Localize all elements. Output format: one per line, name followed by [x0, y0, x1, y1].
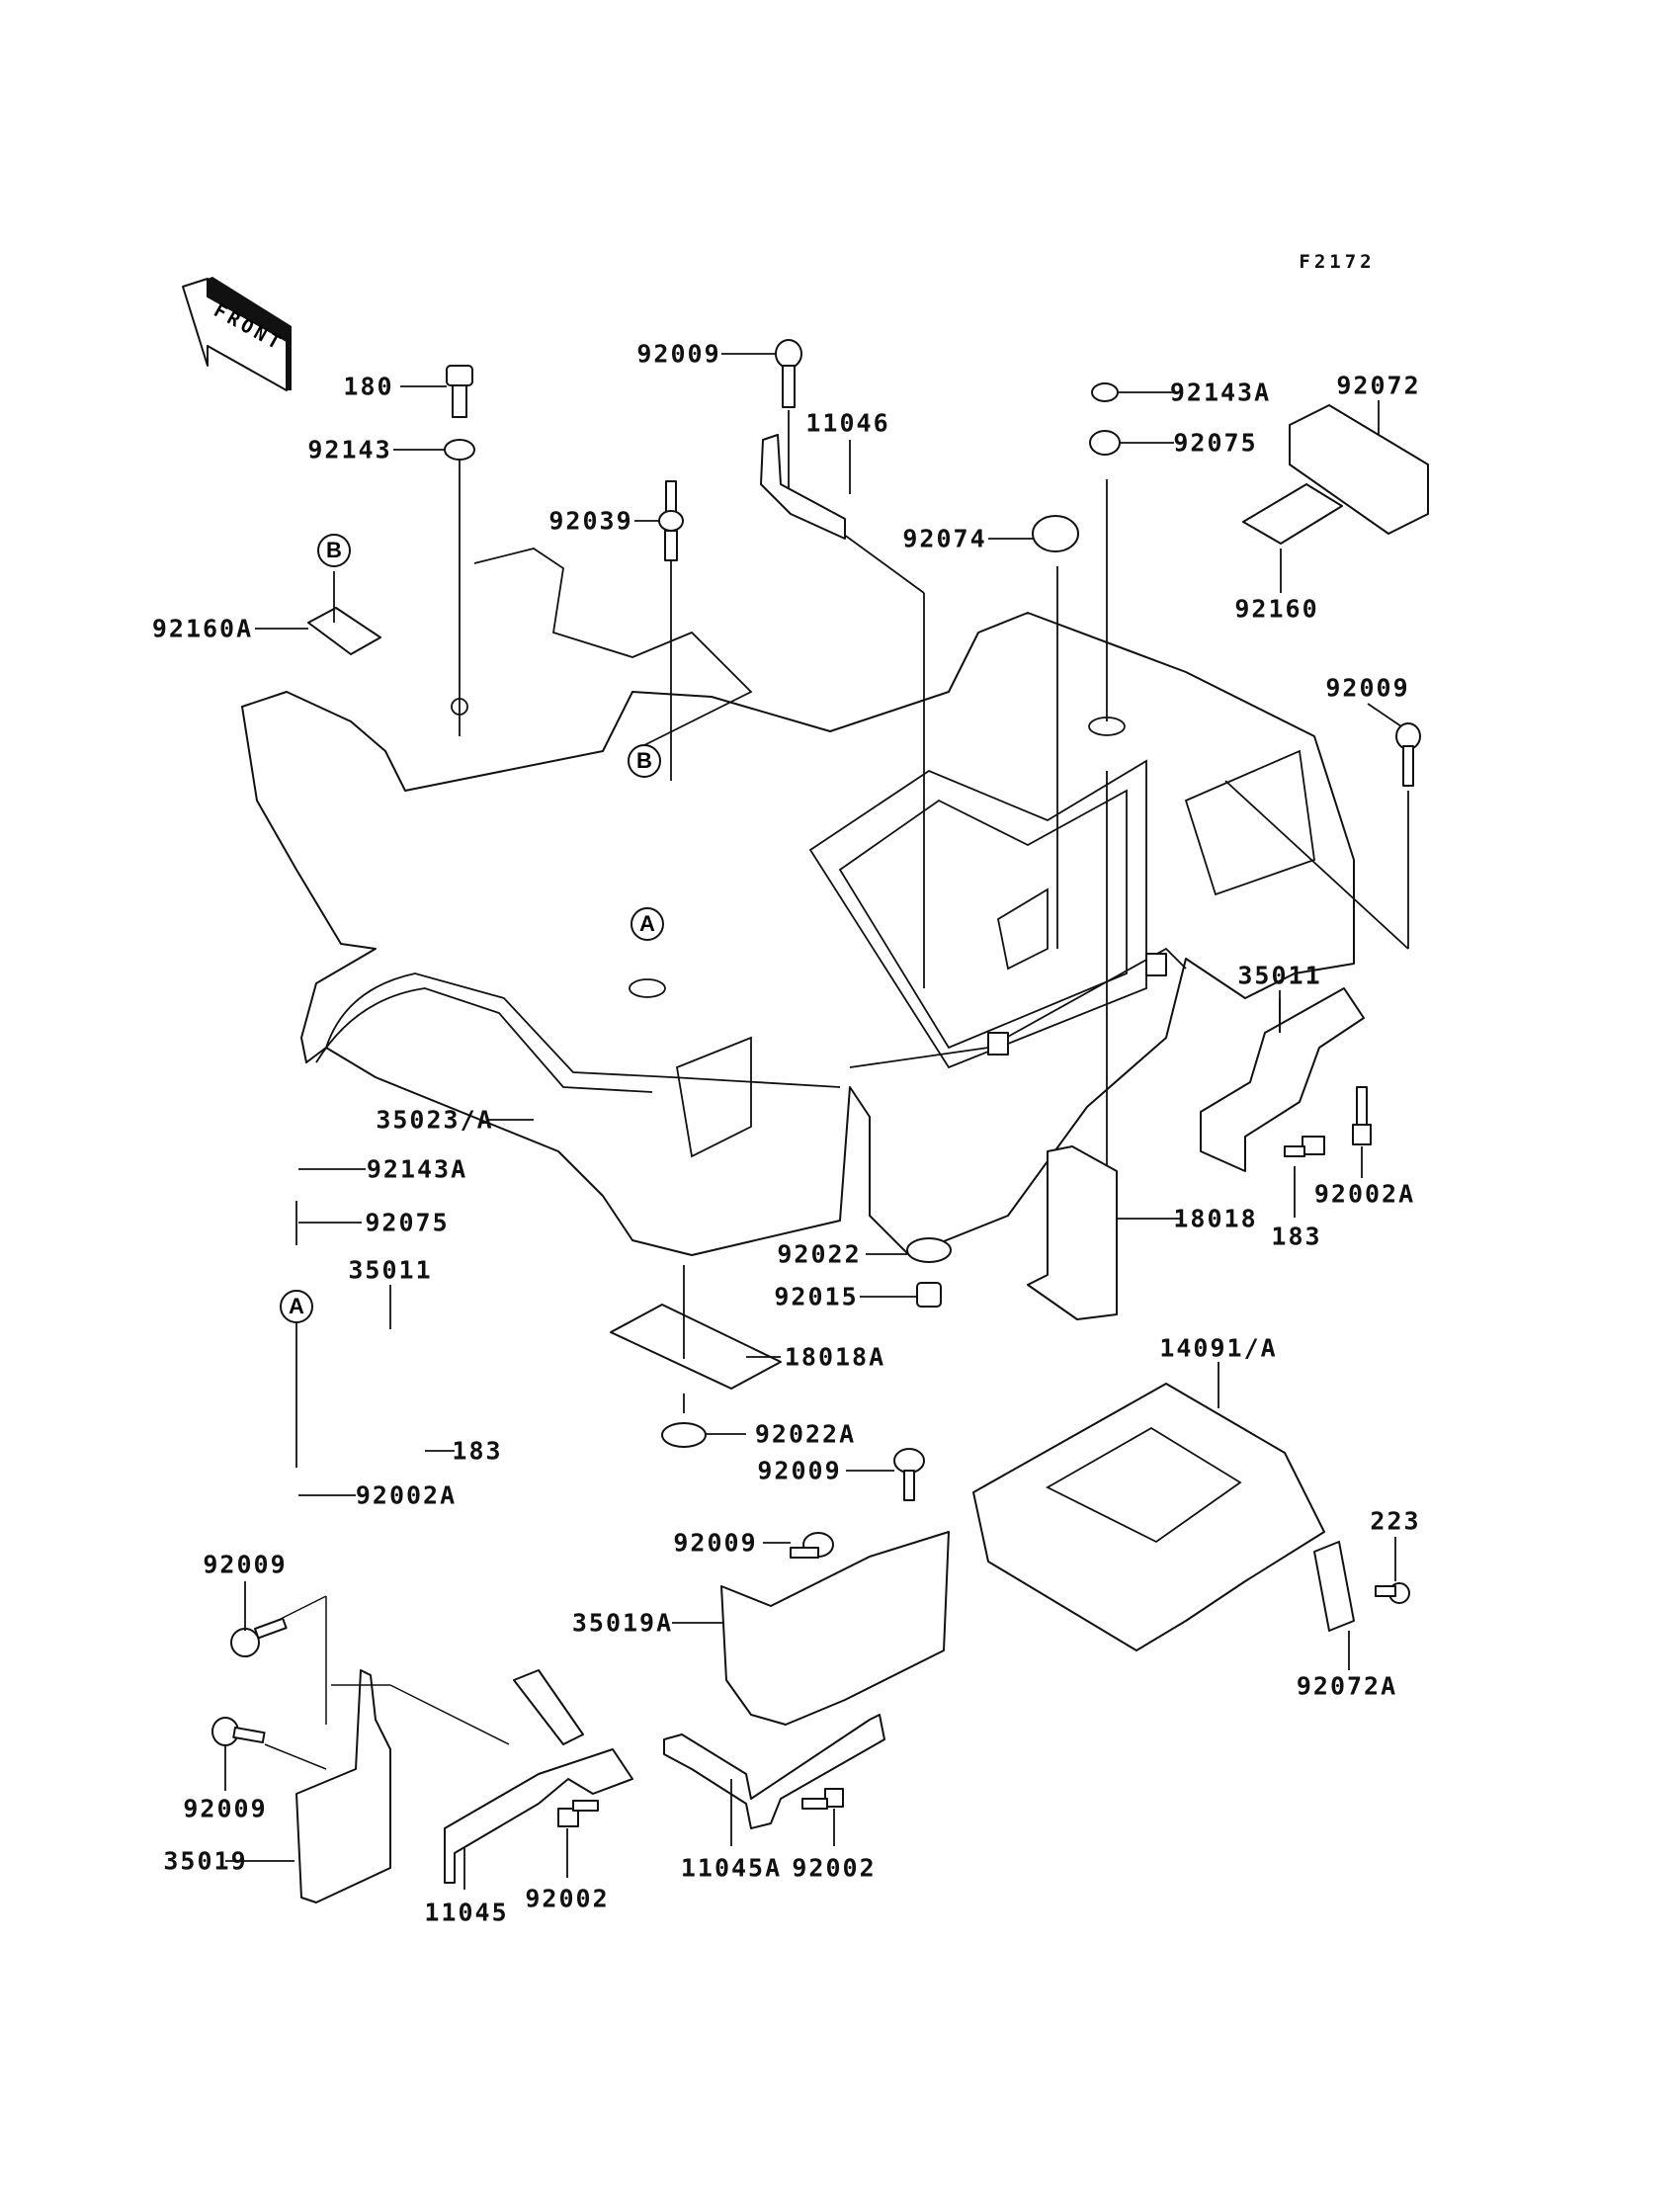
part-label[interactable]: 92039 [548, 506, 633, 536]
part-label[interactable]: 11045A [680, 1853, 783, 1883]
part-label[interactable]: 92009 [183, 1794, 268, 1823]
part-label[interactable]: 18018 [1173, 1204, 1258, 1233]
part-label[interactable]: 92074 [902, 524, 987, 553]
part-label[interactable]: 92072 [1336, 371, 1421, 400]
part-label[interactable]: 92009 [203, 1550, 288, 1579]
part-label[interactable]: 92143A [1169, 378, 1272, 407]
part-label[interactable]: 92002A [1313, 1179, 1416, 1209]
part-label[interactable]: 92143A [366, 1154, 468, 1184]
part-label[interactable]: 35023/A [376, 1105, 494, 1135]
part-label[interactable]: 11045 [424, 1898, 509, 1927]
part-label[interactable]: 92009 [636, 339, 721, 369]
part-label[interactable]: 35011 [348, 1255, 433, 1285]
callout-a: A [630, 907, 664, 941]
callout-a: A [280, 1290, 313, 1323]
part-label[interactable]: 92075 [365, 1208, 450, 1237]
part-label[interactable]: 92002A [355, 1480, 458, 1510]
part-label[interactable]: 92002 [525, 1884, 610, 1913]
front-arrow-icon: FRONT [182, 277, 292, 391]
callout-b: B [317, 534, 351, 567]
part-label[interactable]: 92072A [1296, 1671, 1398, 1701]
part-label[interactable]: 92002 [792, 1853, 877, 1883]
part-label[interactable]: 14091/A [1159, 1333, 1278, 1363]
hardware-drawings [211, 339, 1429, 1903]
part-label[interactable]: 92160A [151, 614, 254, 643]
part-label[interactable]: 183 [1271, 1222, 1322, 1251]
callout-b: B [628, 744, 661, 778]
part-label[interactable]: 92015 [774, 1282, 859, 1311]
part-label[interactable]: 35019 [163, 1846, 248, 1876]
part-label[interactable]: 35019A [571, 1608, 674, 1638]
part-label[interactable]: 92009 [1325, 673, 1410, 703]
leader-lines [255, 353, 1402, 1624]
figure-code: F2172 [1299, 251, 1376, 273]
part-label[interactable]: 92022 [777, 1239, 862, 1269]
part-label[interactable]: 92022A [754, 1419, 857, 1449]
part-label[interactable]: 11046 [805, 408, 890, 438]
part-label[interactable]: 92160 [1234, 594, 1319, 624]
part-label[interactable]: 183 [452, 1436, 503, 1466]
part-label[interactable]: 92075 [1173, 428, 1258, 458]
part-label[interactable]: 223 [1370, 1506, 1421, 1536]
part-label[interactable]: 180 [343, 372, 394, 401]
part-label[interactable]: 92143 [307, 435, 392, 465]
part-label[interactable]: 18018A [784, 1342, 886, 1372]
part-label[interactable]: 35011 [1237, 961, 1322, 990]
part-label[interactable]: 92009 [757, 1456, 842, 1485]
part-label[interactable]: 92009 [673, 1528, 758, 1558]
rear-fender-drawing [241, 548, 1355, 1256]
